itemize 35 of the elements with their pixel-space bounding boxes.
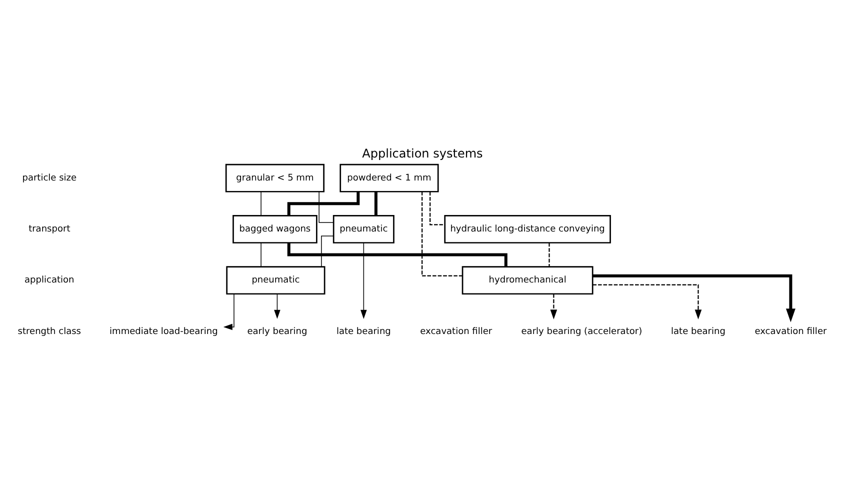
connector [318,191,334,223]
label: particle size [22,173,77,184]
node-text: excavation filler [420,326,492,337]
connector [260,242,262,267]
node-box: hydromechanical [462,266,594,295]
arrow [592,284,702,320]
node-box: bagged wagons [232,215,318,244]
arrow [360,242,367,319]
label: transport [28,224,70,235]
connector [548,242,550,267]
arrow [592,274,796,322]
connector [321,236,334,268]
connector [260,191,262,216]
node-box: granular < 5 mm [225,164,324,192]
node-text: excavation filler [754,326,827,337]
connector [287,192,360,216]
connector [430,192,445,226]
node-text: immediate load-bearing [110,326,218,337]
label: strength class [18,326,82,337]
node-text: early bearing [247,326,308,337]
label: application [24,276,74,286]
node-box: pneumatic [226,266,326,295]
diagram-title: Application systems [362,146,483,161]
node-box: pneumatic [332,215,394,244]
node-box: hydraulic long-distance conveying [444,215,611,244]
arrow [223,294,234,330]
node-box: powdered < 1 mm [340,164,439,192]
node-text: late bearing [336,326,391,337]
arrow [550,294,558,320]
connector [422,192,462,276]
connector [374,192,378,216]
node-text: late bearing [671,326,726,337]
arrow [274,294,280,319]
node-text: early bearing (accelerator) [521,326,642,337]
connector [287,242,508,267]
